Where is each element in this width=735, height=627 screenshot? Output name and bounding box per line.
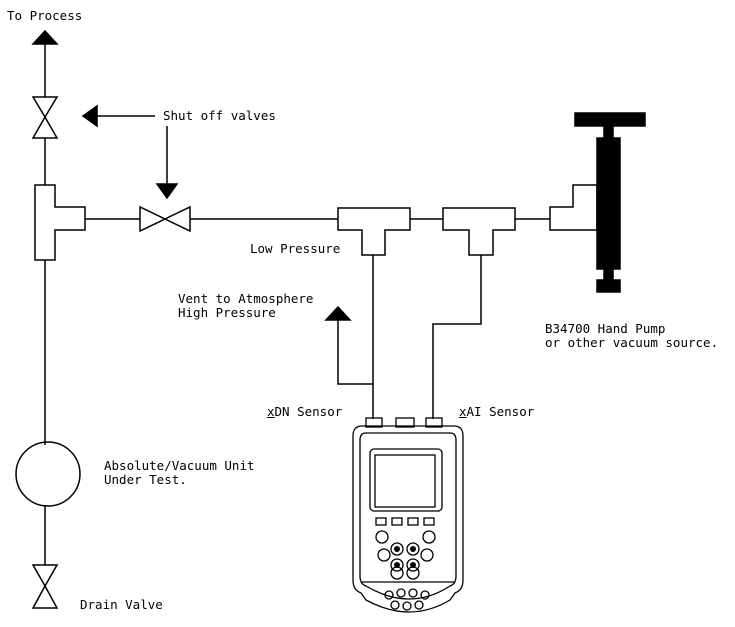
pump-rod bbox=[603, 268, 614, 281]
drain-valve bbox=[31, 564, 59, 609]
left-tee-fitting bbox=[34, 184, 86, 261]
hand-pump-label-line1: B34700 Hand Pump bbox=[545, 321, 666, 336]
device-screen-frame bbox=[369, 448, 443, 512]
function-keys bbox=[375, 517, 435, 526]
pump-body bbox=[596, 137, 621, 270]
xai-sensor-label: xAI Sensor bbox=[459, 404, 535, 419]
device-inner-body bbox=[359, 432, 457, 600]
to-process-label: To Process bbox=[7, 8, 83, 23]
vent-label-line2: High Pressure bbox=[178, 305, 276, 320]
second-tee bbox=[442, 207, 516, 256]
top-shutoff-valve bbox=[31, 96, 59, 139]
drain-valve-label: Drain Valve bbox=[80, 597, 163, 612]
unit-under-test-label-line1: Absolute/Vacuum Unit bbox=[104, 458, 255, 473]
shutoff-pointers bbox=[81, 104, 179, 200]
keypad-buttons bbox=[375, 530, 436, 580]
sensor-port-left bbox=[365, 417, 383, 428]
unit-under-test bbox=[15, 441, 81, 507]
hand-pump bbox=[574, 112, 646, 293]
sensor-port-middle bbox=[395, 417, 415, 428]
keypad-fill bbox=[394, 546, 416, 568]
pump-handle bbox=[574, 112, 646, 127]
sensor-port-right bbox=[425, 417, 443, 428]
to-process-arrow bbox=[31, 29, 59, 45]
unit-under-test-label-line2: Under Test. bbox=[104, 472, 187, 487]
hand-pump-label-line2: or other vacuum source. bbox=[545, 335, 719, 350]
device-outer-body bbox=[352, 425, 464, 613]
xdn-sensor-label: xDN Sensor bbox=[267, 404, 343, 419]
pump-shaft bbox=[603, 125, 614, 139]
device-connectors bbox=[384, 588, 430, 611]
low-pressure-tee bbox=[337, 207, 411, 256]
device-screen bbox=[374, 454, 436, 508]
vent-label-line1: Vent to Atmosphere bbox=[178, 291, 314, 306]
pump-foot bbox=[596, 279, 621, 293]
calibrator-device bbox=[352, 417, 464, 613]
vent-arrow bbox=[324, 305, 352, 321]
pump-elbow-fitting bbox=[549, 184, 598, 231]
shut-off-valves-label: Shut off valves bbox=[163, 108, 276, 123]
sensor-lines bbox=[337, 255, 482, 419]
middle-shutoff-valve bbox=[139, 205, 191, 233]
low-pressure-label: Low Pressure bbox=[250, 241, 341, 256]
